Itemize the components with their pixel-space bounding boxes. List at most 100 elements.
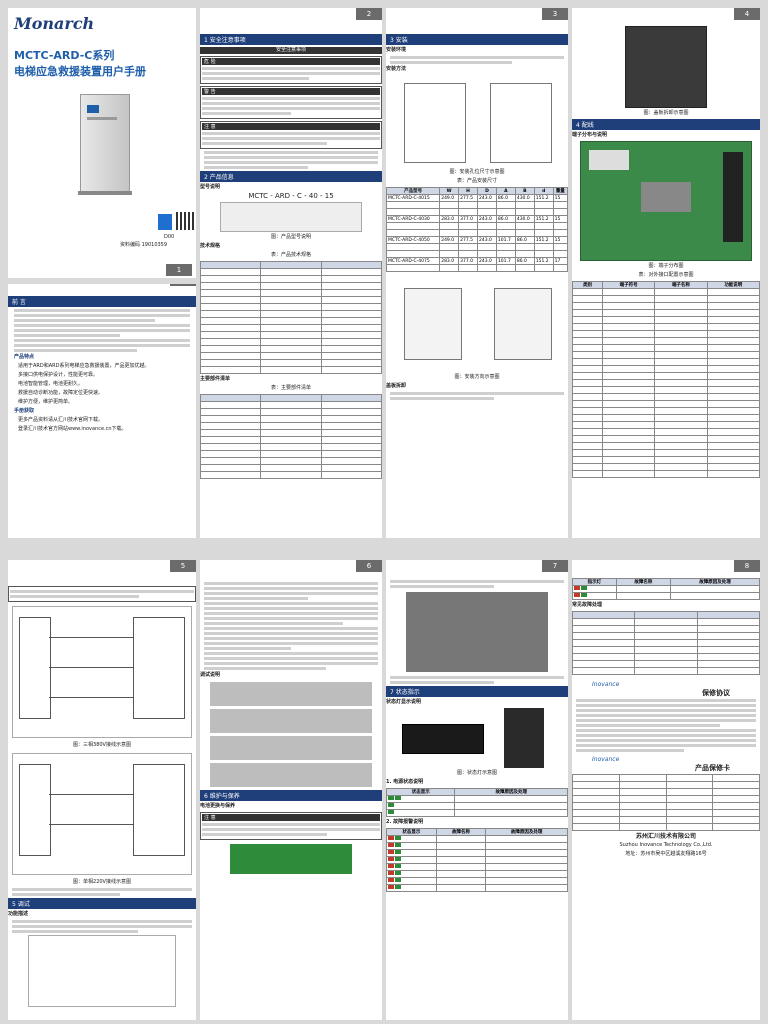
section-heading: 3 安装 <box>386 34 568 45</box>
page-number: 4 <box>734 8 760 20</box>
caution-label: 注 意 <box>202 123 380 130</box>
fig-caption: 图：三相380V接线示意图 <box>73 742 131 748</box>
page-8: 8 指示灯故障名称故障原因及处理 常见故障处理 Inovance 保修协议 In… <box>572 560 760 1020</box>
page-6: 6 调试说明 6 维护与保养 电池更换与保养 注 意 <box>200 560 382 1020</box>
warranty-card-table <box>572 774 760 831</box>
model-code: MCTC - ARD - C - 40 - 15 <box>248 192 334 200</box>
features-title: 产品特点 <box>14 354 35 360</box>
fig-caption: 图：状态灯示意图 <box>456 770 497 776</box>
table-caption: 表：对外接口配置示意图 <box>638 272 694 278</box>
page-number: 8 <box>734 560 760 572</box>
caution-box: 注 意 <box>200 121 382 149</box>
page-number: 3 <box>542 8 568 20</box>
fig-caption: 图：单相220V接线示意图 <box>73 879 131 885</box>
danger-label: 危 险 <box>202 58 380 65</box>
section-heading: 6 维护与保养 <box>200 790 382 801</box>
method-title: 安装方法 <box>386 66 407 72</box>
feature-item: 适用于ARD和ARD系列电梯应急救援装置，产品更加优越。 <box>18 363 150 369</box>
ind-title: 状态灯显示说明 <box>386 699 422 705</box>
version: D00 <box>164 234 175 240</box>
list-title: 主要部件清单 <box>200 376 231 382</box>
term-title: 端子分布与说明 <box>572 132 608 138</box>
page-5: 5 图：三相380V接线示意图 图：单相220V接线示意图 5 调试 功能描述 <box>8 560 196 1020</box>
page-number: 2 <box>356 8 382 20</box>
section-heading: 1 安全注意事项 <box>200 34 382 45</box>
indicator-diagram <box>394 708 560 768</box>
more-item: 更多产品资料请从汇川技术官网下载。 <box>18 417 104 423</box>
indicator-fault-table: 指示灯故障名称故障原因及处理 <box>572 578 760 600</box>
battery-title: 电池更换与保养 <box>200 803 236 809</box>
page-4: 4 图：盖板拆卸示意图 4 配线 端子分布与说明 图：端子分布图 表：对外接口配… <box>572 8 760 538</box>
fig-caption: 图：端子分布图 <box>648 263 684 269</box>
danger-box: 危 险 <box>200 56 382 84</box>
feature-item: 多接口供电保护设计，性能更可靠。 <box>18 372 99 378</box>
fault-table-title: 2. 故障报警说明 <box>386 819 424 825</box>
page-number: 6 <box>356 560 382 572</box>
fig-caption: 图：安装孔位尺寸示意图 <box>449 169 505 175</box>
fig-caption: 图：安装方向示意图 <box>454 374 500 380</box>
fig-caption: 图：盖板拆卸示意图 <box>643 110 689 116</box>
wiring-diagram-380 <box>12 606 192 738</box>
warning-box <box>8 586 196 602</box>
feature-item: 维护方便，维护更简单。 <box>18 399 74 405</box>
wiring-diagram-220 <box>12 753 192 875</box>
flow-diagram <box>28 935 176 1007</box>
card-title: 产品保修卡 <box>695 764 730 772</box>
feature-item: 电池智能管理，电池更耐久。 <box>18 381 84 387</box>
orientation-diagram <box>394 278 560 368</box>
cover-page: Monarch MCTC-ARD-C系列 电梯应急救援装置用户手册 D00 资料… <box>8 8 196 278</box>
warning-label: 警 告 <box>202 88 380 95</box>
list-caption: 表：主要部件清单 <box>270 385 311 391</box>
caution-box: 注 意 <box>200 812 382 840</box>
product-image <box>78 94 132 195</box>
section-heading: 前 言 <box>8 296 196 307</box>
func-title: 功能描述 <box>8 911 29 917</box>
qr-code <box>176 212 194 230</box>
install-diagram <box>394 75 560 167</box>
table-caption: 表：产品安装尺寸 <box>456 178 497 184</box>
power-status-table: 状态显示故障原因及处理 <box>386 788 568 817</box>
page-1: 1 前 言 产品特点 适用于ARD和ARD系列电梯应急救援装置，产品更加优越。 … <box>8 284 196 538</box>
section-heading: 2 产品信息 <box>200 171 382 182</box>
page-number: 1 <box>166 264 192 276</box>
more-title: 手册获取 <box>14 408 35 414</box>
page-number: 7 <box>542 560 568 572</box>
text-block <box>8 309 196 352</box>
page-7: 7 7 状态指示 状态灯显示说明 图：状态灯示意图 1. 电源状态说明 状态显示… <box>386 560 568 1020</box>
model-title: 型号说明 <box>200 184 221 190</box>
section-heading: 7 状态指示 <box>386 686 568 697</box>
doc-code: 资料编码 19010359 <box>120 242 168 248</box>
fault-table: 状态显示故障名称故障原因及处理 <box>386 828 568 892</box>
env-title: 安装环境 <box>386 47 407 53</box>
ind-table-title: 1. 电源状态说明 <box>386 779 424 785</box>
brand-logo: Monarch <box>14 14 95 33</box>
parts-table <box>200 394 382 479</box>
page-3: 3 3 安装 安装环境 安装方法 图：安装孔位尺寸示意图 表：产品安装尺寸 产品… <box>386 8 568 538</box>
company-name-en: Suzhou Inovance Technology Co.,Ltd. <box>619 842 713 848</box>
cover-title-1: MCTC-ARD-C系列 <box>14 49 115 62</box>
page-number: 1 <box>170 284 196 286</box>
feature-item: 救援自动诊断功能，故障定位更快速。 <box>18 390 104 396</box>
tech-caption: 表：产品技术规格 <box>270 252 311 258</box>
test-title: 调试说明 <box>200 672 221 678</box>
caution-label: 注 意 <box>202 814 380 821</box>
inovance-logo: Inovance <box>592 756 620 763</box>
warning-box: 警 告 <box>200 86 382 119</box>
cover-removal-image <box>625 26 707 108</box>
safety-head: 安全注意事项 <box>200 47 382 54</box>
wechat-badge <box>158 214 172 230</box>
terminal-board <box>580 141 752 261</box>
warranty-title: 保修协议 <box>702 689 730 697</box>
inovance-logo: Inovance <box>592 681 620 688</box>
model-caption: 图：产品型号说明 <box>270 234 311 240</box>
section-heading: 5 调试 <box>8 898 196 909</box>
remove-title: 盖板拆卸 <box>386 383 407 389</box>
battery-install-image <box>406 592 548 672</box>
section-heading: 4 配线 <box>572 119 760 130</box>
common-fault-table <box>572 611 760 675</box>
more-item: 登录汇川技术官方网站www.inovance.cn下载。 <box>18 426 127 432</box>
